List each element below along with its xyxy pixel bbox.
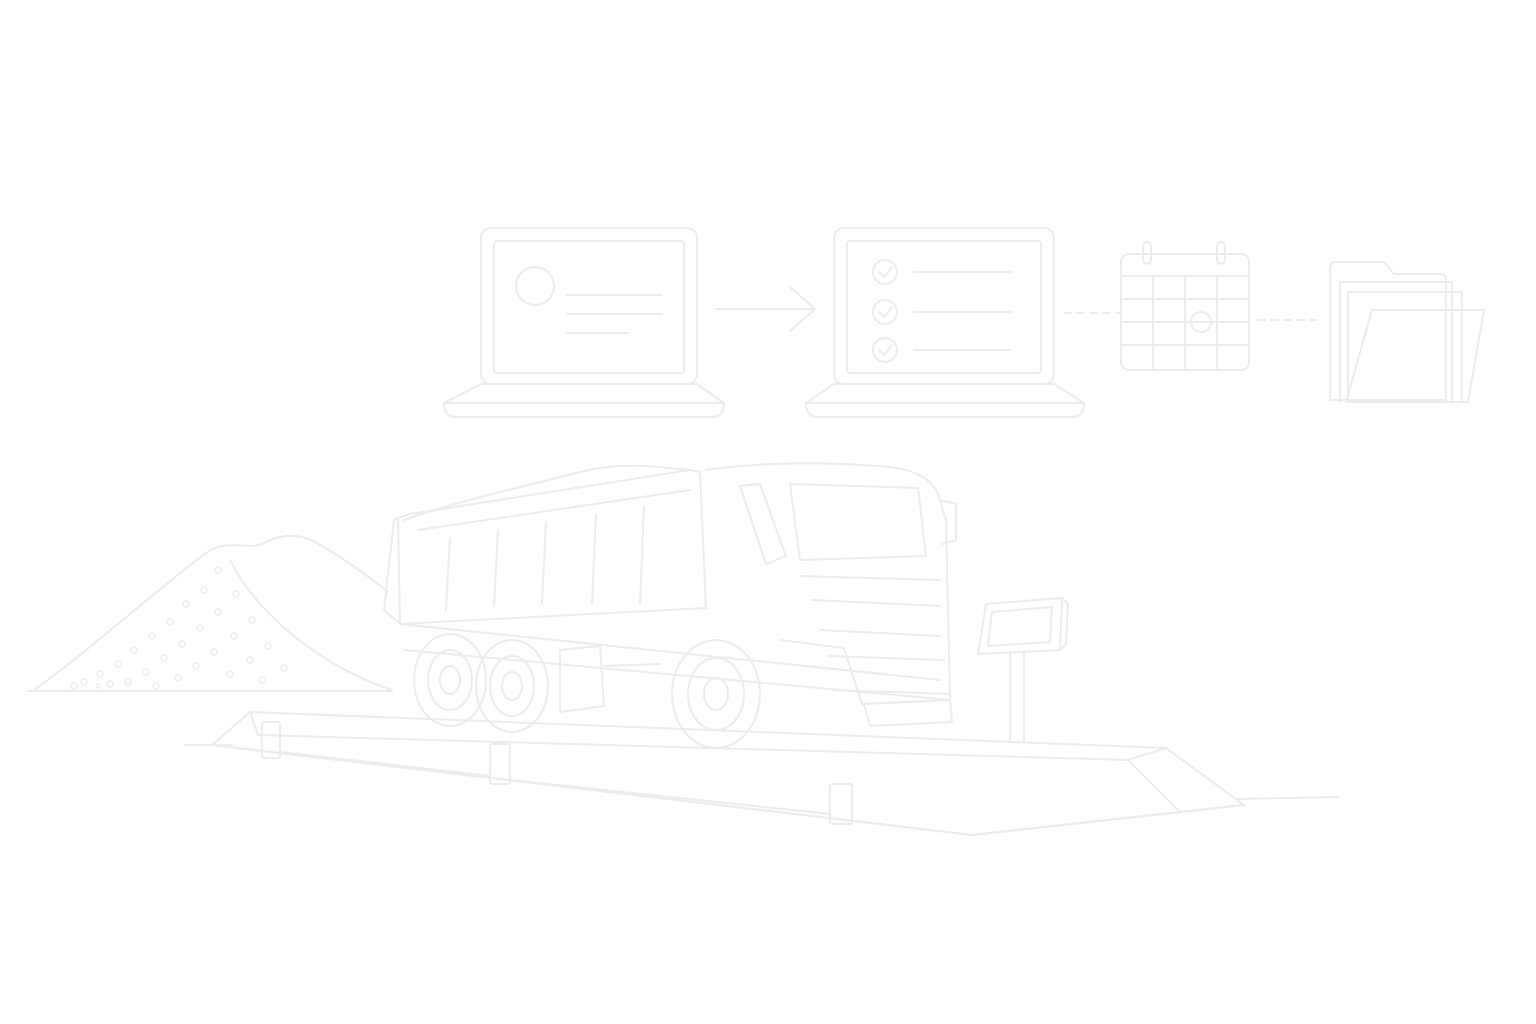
calendar-icon xyxy=(1120,241,1250,371)
folder-icon xyxy=(1329,261,1485,403)
ground-line xyxy=(27,690,1339,800)
dump-truck-icon xyxy=(383,462,957,749)
arrow-right-icon xyxy=(715,286,816,332)
laptop-profile-icon xyxy=(443,227,725,418)
laptop-checklist-icon xyxy=(805,227,1085,418)
aggregate-pile-icon xyxy=(33,534,393,691)
weighbridge-platform-icon xyxy=(211,711,1245,836)
weighing-terminal-icon xyxy=(977,597,1069,743)
